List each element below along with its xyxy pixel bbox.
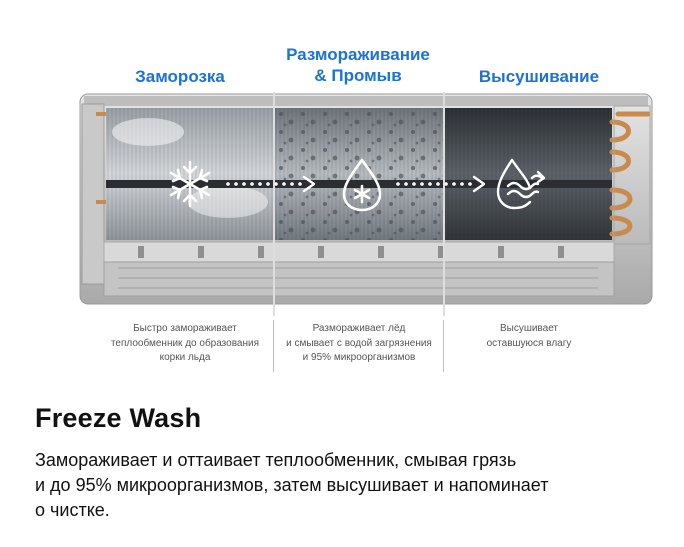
caption-line: теплообменник до образования	[110, 337, 260, 349]
caption-line: и смывает с водой загрязнения	[286, 337, 432, 349]
stage-title-line: Размораживание	[286, 45, 430, 64]
caption-divider	[273, 320, 274, 372]
product-description: Замораживает и оттаивает теплообменник, …	[35, 448, 655, 523]
description-line: о чистке.	[35, 500, 110, 520]
description-line: Замораживает и оттаивает теплообменник, …	[35, 450, 517, 470]
stage-title-freeze: Заморозка	[135, 67, 225, 86]
heat-exchanger-illustration	[79, 92, 653, 316]
stage-title-line: & Промыв	[314, 66, 402, 85]
stage-caption-freeze: Быстро замораживает теплообменник до обр…	[100, 322, 270, 366]
caption-line: корки льда	[159, 352, 211, 363]
drying-icon	[496, 158, 546, 210]
caption-line: оставшуюся влагу	[486, 337, 572, 349]
arrow-right-icon	[226, 175, 316, 193]
caption-line: Быстро замораживает	[133, 323, 237, 334]
caption-line: и 95% микроорганизмов	[302, 352, 416, 363]
caption-line: Высушивает	[499, 323, 559, 334]
stage-caption-dry: Высушивает оставшуюся влагу	[444, 322, 614, 351]
caption-line: Размораживает лёд	[312, 323, 406, 334]
stage-title-dry: Высушивание	[478, 67, 600, 86]
description-line: и до 95% микроорганизмов, затем высушива…	[35, 475, 549, 495]
caption-divider	[443, 320, 444, 372]
arrow-right-icon	[396, 175, 486, 193]
stage-caption-defrost-wash: Размораживает лёд и смывает с водой загр…	[276, 322, 442, 366]
product-title: Freeze Wash	[35, 403, 202, 433]
stage-title-defrost-wash: Размораживание & Промыв	[262, 44, 454, 86]
snowflake-icon	[169, 160, 211, 208]
water-drop-icon	[342, 158, 382, 212]
